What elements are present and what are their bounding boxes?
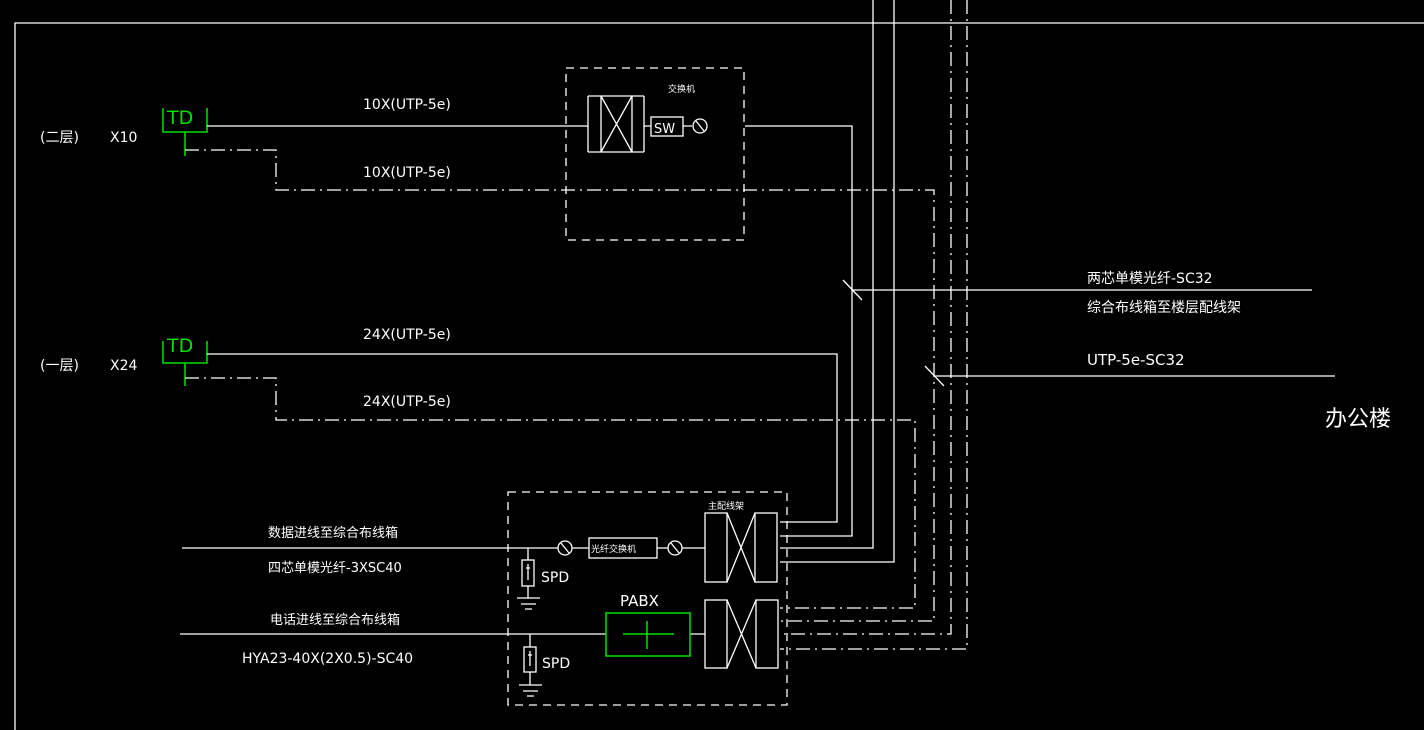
main-rack-title: 主配线架 — [708, 500, 744, 512]
connector-icon — [692, 118, 708, 134]
svg-text:TD: TD — [166, 335, 193, 357]
data-line — [207, 353, 838, 523]
voice-cable-label: 24X(UTP-5e) — [363, 394, 451, 410]
riser-fiber — [780, 0, 895, 563]
floor2-trunk — [745, 125, 853, 537]
cabling-box-enclosure — [507, 491, 788, 706]
outlet-count: X24 — [110, 358, 137, 374]
td-outlet-icon: TD — [162, 107, 208, 156]
fiber-outgoing-line — [842, 279, 1312, 301]
riser-fiber — [780, 0, 874, 549]
data-incoming-cable: 四芯单模光纤-3XSC40 — [268, 561, 402, 576]
fiber-switch-label: 光纤交换机 — [591, 543, 636, 555]
outlet-count: X10 — [110, 130, 137, 146]
connector-icon — [557, 540, 573, 556]
spd-icon — [519, 634, 542, 697]
connector-icon — [667, 540, 683, 556]
sw-label: SW — [654, 122, 675, 137]
spd-label: SPD — [541, 570, 569, 586]
floor-label: (二层) — [40, 130, 79, 146]
fiber-switch — [588, 537, 658, 559]
phone-incoming-title: 电话进线至综合布线箱 — [270, 612, 400, 628]
fiber-desc-label: 综合布线箱至楼层配线架 — [1087, 300, 1241, 316]
svg-text:TD: TD — [166, 107, 193, 129]
riser-utp — [780, 0, 968, 650]
spd-label: SPD — [542, 656, 570, 672]
voice-cable-label: 10X(UTP-5e) — [363, 165, 451, 181]
data-incoming-title: 数据进线至综合布线箱 — [268, 525, 398, 541]
switch-enclosure — [565, 67, 745, 241]
floor-label: (一层) — [40, 358, 79, 374]
fiber-cable-label: 两芯单模光纤-SC32 — [1087, 271, 1213, 287]
riser-utp — [780, 0, 952, 635]
data-cable-label: 10X(UTP-5e) — [363, 97, 451, 113]
phone-incoming-cable: HYA23-40X(2X0.5)-SC40 — [242, 651, 413, 667]
pabx-device — [605, 612, 691, 657]
building-label: 办公楼 — [1325, 407, 1391, 432]
sw-device — [650, 116, 684, 137]
voice-line — [185, 149, 935, 622]
patch-panel-icon — [587, 95, 645, 153]
drawing-frame — [14, 22, 1424, 730]
voice-line — [185, 377, 916, 609]
main-rack-icon — [704, 512, 779, 669]
pabx-label: PABX — [620, 592, 659, 610]
utp-cable-label: UTP-5e-SC32 — [1087, 351, 1185, 369]
spd-icon — [517, 548, 540, 610]
data-cable-label: 24X(UTP-5e) — [363, 327, 451, 343]
utp-outgoing-line — [924, 365, 1335, 387]
td-outlet-icon: TD — [162, 335, 208, 386]
switch-title: 交换机 — [668, 83, 695, 95]
